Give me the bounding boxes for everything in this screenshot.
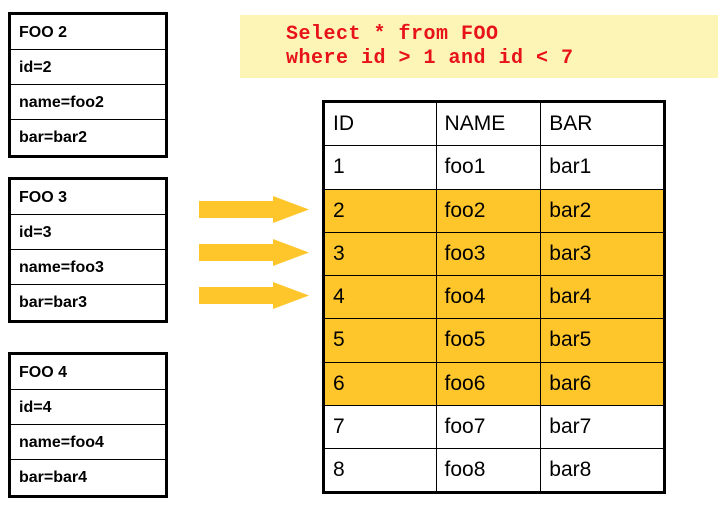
- entity-box-foo3: FOO 3 id=3 name=foo3 bar=bar3: [8, 177, 168, 323]
- table-row: 7 foo7 bar7: [325, 406, 663, 450]
- cell-bar: bar2: [549, 198, 592, 222]
- cell-name: foo2: [437, 189, 542, 232]
- sql-query-line-2: where id > 1 and id < 7: [286, 47, 574, 70]
- sql-query-line-1: Select * from FOO: [286, 23, 499, 46]
- column-header-id: ID: [325, 103, 437, 146]
- cell-id: 4: [325, 276, 437, 319]
- entity-field-bar: bar=bar2: [19, 129, 88, 146]
- column-header-bar: BAR: [549, 112, 593, 135]
- cell-id: 1: [325, 146, 437, 189]
- cell-id: 6: [325, 362, 437, 406]
- entity-field-name: name=foo2: [11, 85, 165, 120]
- cell-name: foo7: [437, 406, 542, 449]
- entity-title: FOO 4: [11, 355, 165, 390]
- cell-id: 2: [325, 189, 437, 232]
- entity-box-foo4: FOO 4 id=4 name=foo4 bar=bar4: [8, 352, 168, 498]
- entity-field-name: name=foo4: [11, 425, 165, 460]
- cell-name: foo6: [437, 362, 542, 406]
- cell-name: foo5: [437, 319, 542, 362]
- entity-field-id: id=2: [11, 50, 165, 85]
- entity-title: FOO 2: [11, 15, 165, 50]
- cell-bar: bar4: [549, 285, 592, 309]
- cell-id: 7: [325, 406, 437, 449]
- sql-query-box: Select * from FOO where id > 1 and id < …: [240, 15, 718, 78]
- column-header-name: NAME: [437, 103, 542, 146]
- table-row: 2 foo2 bar2: [325, 189, 663, 233]
- entity-field-bar: bar=bar4: [19, 469, 88, 486]
- cell-id: 8: [325, 449, 437, 493]
- cell-bar: bar7: [549, 415, 592, 439]
- table-row: 1 foo1 bar1: [325, 146, 663, 190]
- cell-bar: bar3: [549, 241, 592, 265]
- table-row: 6 foo6 bar6: [325, 362, 663, 407]
- cell-name: foo1: [437, 146, 542, 189]
- entity-field-id: id=4: [11, 390, 165, 425]
- table-row: 8 foo8 bar8: [325, 449, 663, 493]
- cell-bar: bar1: [549, 155, 592, 179]
- entity-title: FOO 3: [11, 180, 165, 215]
- table-header-row: ID NAME BAR: [325, 103, 663, 147]
- cell-id: 5: [325, 319, 437, 362]
- table-row: 3 foo3 bar3: [325, 232, 663, 277]
- cell-bar: bar6: [549, 371, 592, 395]
- arrow-right-icon: [199, 239, 309, 266]
- entity-field-bar: bar=bar3: [19, 294, 88, 311]
- entity-field-id: id=3: [11, 215, 165, 250]
- table-row: 5 foo5 bar5: [325, 319, 663, 363]
- entity-box-foo2: FOO 2 id=2 name=foo2 bar=bar2: [8, 12, 168, 158]
- cell-name: foo3: [437, 232, 542, 276]
- entity-field-name: name=foo3: [11, 250, 165, 285]
- cell-bar: bar5: [549, 328, 592, 352]
- table-row: 4 foo4 bar4: [325, 276, 663, 320]
- cell-name: foo4: [437, 276, 542, 319]
- arrow-right-icon: [199, 196, 309, 223]
- cell-id: 3: [325, 232, 437, 276]
- arrow-right-icon: [199, 282, 309, 309]
- result-table: ID NAME BAR 1 foo1 bar1 2 foo2 bar2 3 fo…: [322, 100, 666, 494]
- cell-bar: bar8: [549, 458, 592, 482]
- cell-name: foo8: [437, 449, 542, 493]
